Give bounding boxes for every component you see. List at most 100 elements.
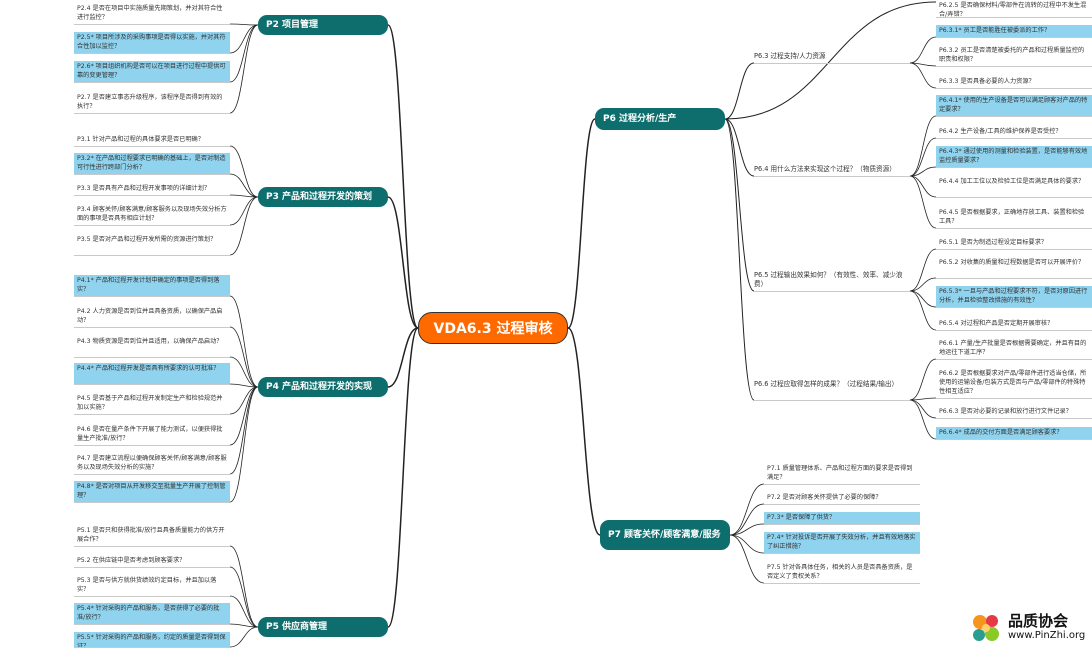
leaf-p6-4-2[interactable]: P6.4.2 生产设备/工具的维护保养是否受控？ [936,126,1092,139]
leaf-p6-3-3[interactable]: P6.3.3 是否具备必要的人力资源？ [936,76,1092,89]
leaf-p7-3[interactable]: P7.3* 是否保障了供货？ [764,512,920,525]
branch-label: P3 产品和过程开发的策划 [266,191,372,202]
branch-label: P4 产品和过程开发的实现 [266,381,372,392]
connector-line [909,399,937,440]
branch-p2[interactable]: P2 项目管理 [258,15,388,35]
root-label: VDA6.3 过程审核 [433,321,553,337]
leaf-p4-3[interactable]: P4.3 物质资源是否到位并且适用，以确保产品启动？ [74,336,230,358]
leaf-p3-1[interactable]: P3.1 针对产品和过程的具体要求是否已明确？ [74,134,230,147]
connector-line [729,534,765,554]
connector-line [909,137,937,177]
connector-line [909,399,937,419]
connector-line [909,36,937,64]
branch-p6[interactable]: P6 过程分析/生产 [595,108,725,130]
connector-line [387,327,419,388]
connector-line [229,24,259,83]
leaf-p6-6-2[interactable]: P6.6.2 是否根据要求对产品/零部件进行适当仓储，所使用的运输设备/包装方式… [936,368,1092,399]
connector-line [567,327,601,536]
leaf-p6-6-3[interactable]: P6.6.3 是否对必要的记录和放行进行文件记录？ [936,406,1092,419]
leaf-p5-3[interactable]: P5.3 是否与供方就供货绩效约定目标，并且加以落实？ [74,575,230,597]
connector-line [229,566,259,628]
connector-line [909,290,937,331]
connector-line [387,196,419,329]
connector-line [909,175,937,198]
connector-line [729,483,765,536]
connector-line [229,386,259,503]
leaf-p6-5-2[interactable]: P6.5.2 对收集的质量和过程数据是否可以开展评价？ [936,257,1092,279]
leaf-p3-2[interactable]: P3.2* 在产品和过程要求已明确的基础上，是否对制造可行性进行跨部门分析？ [74,153,230,175]
leaf-p7-5[interactable]: P7.5 针对各具体任务，相关的人员是否具备资质，是否定义了责权关系？ [764,562,920,584]
connector-line [729,523,765,536]
flower-logo-icon [973,615,999,641]
leaf-p2-5[interactable]: P2.5* 项目所涉及的采购事项是否得以实施，并对其符合性加以监控？ [74,32,230,54]
leaf-p3-4[interactable]: P3.4 顾客关怀/顾客满意/顾客服务以及现场失效分析方面的事项是否具有相应计划… [74,204,230,226]
leaf-p4-8[interactable]: P4.8* 是否对项目从开发移交至批量生产开展了控制管理？ [74,481,230,503]
connector-line [229,24,259,114]
leaf-p6-3-2[interactable]: P6.3.2 员工是否清楚被委托的产品和过程质量监控的职责和权限？ [936,45,1092,67]
leaf-p5-2[interactable]: P5.2 在供应链中是否考虑到顾客要求？ [74,555,230,568]
connector-line [229,356,259,388]
connector-line [724,62,755,120]
logo-title: 品质协会 [1008,612,1069,630]
sub-p6-6[interactable]: P6.6 过程应取得怎样的成果？（过程结果/输出） [754,380,910,401]
sub-p6-4[interactable]: P6.4 用什么方法来实现这个过程？（物质资源） [754,165,910,177]
leaf-p5-4[interactable]: P5.4* 针对采购的产品和服务，是否获得了必要的批准/放行？ [74,603,230,625]
leaf-p6-4-1[interactable]: P6.4.1* 使用的生产设备是否可以满足顾客对产品的特定要求？ [936,95,1092,117]
connector-line [909,248,937,292]
connector-line [229,386,259,446]
branch-label: P5 供应商管理 [266,621,327,632]
sub-p6-3[interactable]: P6.3 过程支持/人力资源 [754,52,910,64]
connector-line [909,358,937,401]
leaf-p2-4[interactable]: P2.4 是否在项目中实施质量先期策划，并对其符合性进行监控？ [74,3,230,25]
leaf-p7-2[interactable]: P7.2 是否对顾客关怀提供了必要的保障？ [764,492,920,505]
leaf-p6-5-4[interactable]: P6.5.4 对过程和产品是否定期开展审核？ [936,318,1092,331]
connector-line [724,118,755,292]
leaf-p4-5[interactable]: P4.5 是否基于产品和过程开发制定生产和检验规范并加以实施？ [74,393,230,415]
leaf-p6-4-4[interactable]: P6.4.4 加工工位以及检验工位是否满足具体的要求？ [936,176,1092,198]
leaf-p4-6[interactable]: P4.6 是否在量产条件下开展了能力测试，以便获得批量生产批准/放行？ [74,424,230,446]
connector-line [909,166,937,177]
connector-line [229,23,259,26]
branch-label: P2 项目管理 [266,19,318,30]
leaf-p6-3-1[interactable]: P6.3.1* 员工是否能胜任被委派的工作？ [936,25,1092,38]
leaf-p2-6[interactable]: P2.6* 项目组织机构是否可以在项目进行过程中提供可靠的变更管理？ [74,61,230,83]
connector-line [724,118,755,177]
connector-line [229,326,259,388]
leaf-p7-1[interactable]: P7.1 质量管理体系、产品和过程方面的要求是否得到满足？ [764,463,920,485]
connector-line [729,503,765,536]
connector-line [909,175,937,229]
connector-line [909,277,937,292]
leaf-p6-5-1[interactable]: P6.5.1 是否为制造过程设定目标要求？ [936,237,1092,250]
leaf-p3-3[interactable]: P3.3 是否具有产品和过程开发事项的详细计划？ [74,183,230,196]
leaf-p4-1[interactable]: P4.1* 产品和过程开发计划中确定的事项是否得到落实？ [74,275,230,297]
connector-line [229,383,259,388]
leaf-p6-4-5[interactable]: P6.4.5 是否根据要求，正确地存放工具、装置和检验工具？ [936,207,1092,229]
leaf-p6-4-3[interactable]: P6.4.3* 通过使用的测量和检验装置，是否能够有效地监控质量要求？ [936,146,1092,168]
leaf-p6-6-4[interactable]: P6.6.4* 成品的交付方面是否满足顾客要求？ [936,427,1092,440]
connector-line [229,196,259,256]
leaf-p5-1[interactable]: P5.1 是否只和获得批准/放行且具备质量能力的供方开展合作？ [74,525,230,547]
branch-p3[interactable]: P3 产品和过程开发的策划 [258,187,388,207]
leaf-p4-7[interactable]: P4.7 是否建立流程以便确保顾客关怀/顾客满意/顾客服务以及现场失效分析的实施… [74,453,230,475]
root-node[interactable]: VDA6.3 过程审核 [418,312,568,344]
leaf-p7-4[interactable]: P7.4* 针对投诉是否开展了失效分析，并且有效地落实了纠正措施？ [764,532,920,554]
leaf-p4-4[interactable]: P4.4* 产品和过程开发是否具有所要求的认可批准？ [74,363,230,385]
leaf-p3-5[interactable]: P3.5 是否对产品和过程开发所需的资源进行策划？ [74,234,230,256]
connector-line [909,62,937,89]
leaf-p6-2-5[interactable]: P6.2.5 是否确保材料/零部件在流转的过程中不发生混合/弄错？ [936,0,1092,18]
leaf-p6-6-1[interactable]: P6.6.1 产量/生产批量是否根据需要确定，并且有目的地运往下道工序？ [936,338,1092,360]
branch-p5[interactable]: P5 供应商管理 [258,617,388,637]
branch-label: P7 顾客关怀/顾客满意/服务 [608,529,721,540]
leaf-p5-5[interactable]: P5.5* 针对采购的产品和服务，约定的质量是否得到保证？ [74,632,230,648]
leaf-p6-5-3[interactable]: P6.5.3* 一旦与产品和过程要求不符，是否对原因进行分析，并且检验整改措施的… [936,286,1092,308]
leaf-p4-2[interactable]: P4.2 人力资源是否到位并且具备资质，以确保产品启动？ [74,306,230,328]
sub-p6-5[interactable]: P6.5 过程输出效果如何？（有效性、效率、减少浪费） [754,271,910,292]
connector-line [729,534,765,584]
connector-line [909,290,937,308]
branch-p7[interactable]: P7 顾客关怀/顾客满意/服务 [600,520,730,550]
leaf-p2-7[interactable]: P2.7 是否建立事态升级程序，该程序是否得到有效的执行？ [74,92,230,114]
connector-line [229,545,259,628]
branch-p4[interactable]: P4 产品和过程开发的实现 [258,377,388,397]
connector-line [229,623,259,628]
